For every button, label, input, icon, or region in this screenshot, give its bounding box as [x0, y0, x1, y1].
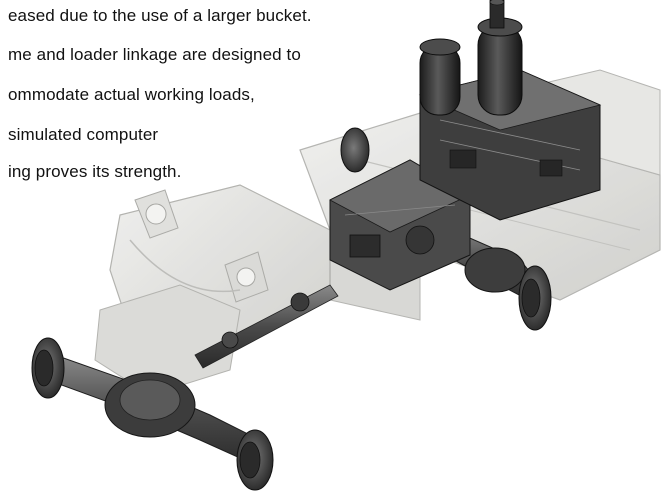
caption-line-3: ommodate actual working loads, — [8, 85, 255, 104]
front-frame — [94, 184, 331, 396]
front-axle — [31, 337, 274, 491]
caption-line-5: ing proves its strength. — [8, 162, 182, 181]
caption-line-2: me and loader linkage are designed to — [8, 45, 301, 64]
muffler — [419, 38, 461, 116]
drive-shaft — [194, 284, 339, 369]
caption-text-block: eased due to the use of a larger bucket.… — [0, 0, 664, 200]
exhaust-pipe — [489, 0, 505, 29]
caption-line-4: simulated computer — [8, 125, 159, 144]
caption-line-1: eased due to the use of a larger bucket. — [8, 6, 312, 25]
